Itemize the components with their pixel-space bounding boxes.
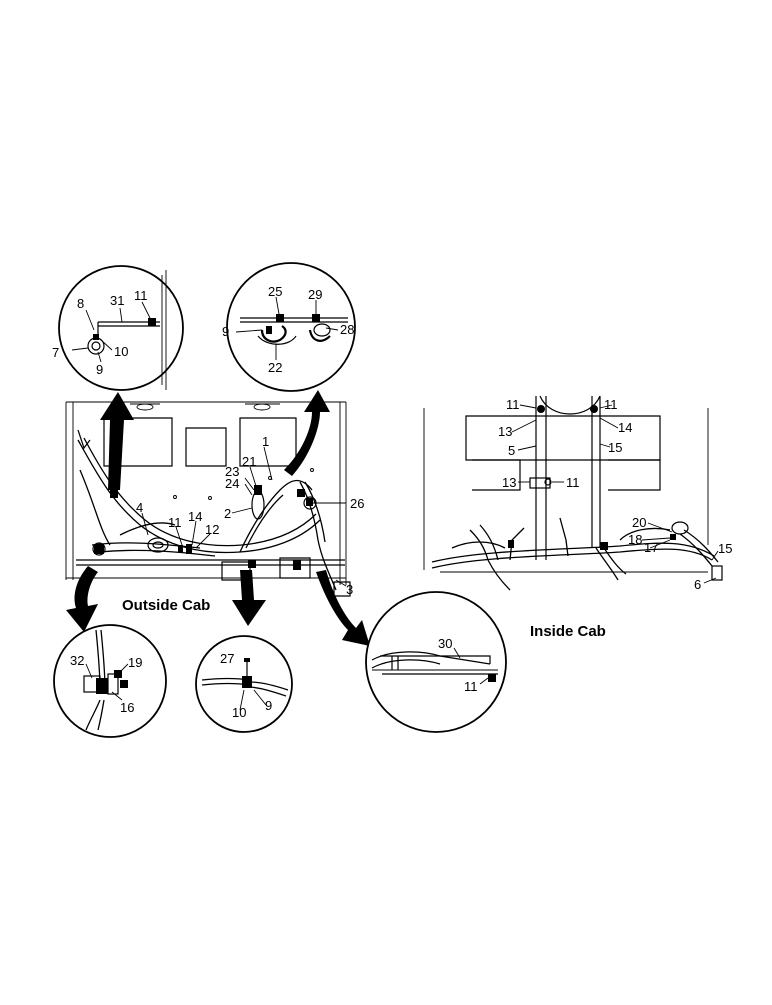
callout-11: 11 <box>566 475 580 490</box>
callout-15: 15 <box>608 440 622 455</box>
callout-31: 31 <box>110 293 124 308</box>
callout-4: 4 <box>136 500 143 515</box>
callout-29: 29 <box>308 287 322 302</box>
callout-labels: 7 8 9 10 11 31 25 29 9 28 22 1 21 23 24 … <box>52 284 732 720</box>
callout-10: 10 <box>232 705 246 720</box>
callout-6: 6 <box>694 577 701 592</box>
callout-14: 14 <box>188 509 202 524</box>
callout-11: 11 <box>506 397 520 412</box>
callout-16: 16 <box>120 700 134 715</box>
callout-23: 23 <box>225 464 239 479</box>
detail-circle-top-right <box>226 262 356 392</box>
callout-3: 3 <box>346 582 353 597</box>
callout-1: 1 <box>262 434 269 449</box>
callout-21: 21 <box>242 454 256 469</box>
callout-arrows <box>66 390 370 646</box>
callout-8: 8 <box>77 296 84 311</box>
callout-18: 18 <box>628 532 642 547</box>
callout-2: 2 <box>224 506 231 521</box>
callout-11: 11 <box>134 288 148 303</box>
inside-cab-panel <box>423 395 723 591</box>
callout-13: 13 <box>498 424 512 439</box>
detail-circle-top-left <box>58 265 184 391</box>
detail-circle-bottom-center <box>195 635 293 733</box>
callout-11: 11 <box>464 679 478 694</box>
callout-11: 11 <box>604 397 618 412</box>
callout-15: 15 <box>718 541 732 556</box>
detail-circle-bottom-right <box>365 591 507 733</box>
callout-24: 24 <box>225 476 239 491</box>
callout-20: 20 <box>632 515 646 530</box>
callout-13: 13 <box>502 475 516 490</box>
inside-leaders <box>511 404 719 584</box>
callout-14: 14 <box>618 420 632 435</box>
outside-cab-panel <box>65 401 351 597</box>
detail-circle-bottom-left <box>53 624 167 738</box>
callout-10: 10 <box>114 344 128 359</box>
callout-30: 30 <box>438 636 452 651</box>
callout-17: 17 <box>644 540 658 555</box>
callout-11: 11 <box>168 515 182 530</box>
callout-26: 26 <box>350 496 364 511</box>
outside-leaders <box>141 446 347 587</box>
outside-cab-caption: Outside Cab <box>122 597 210 614</box>
inside-cab-caption: Inside Cab <box>530 623 606 640</box>
callout-19: 19 <box>128 655 142 670</box>
callout-25: 25 <box>268 284 282 299</box>
callout-7: 7 <box>52 345 59 360</box>
callout-27: 27 <box>220 651 234 666</box>
callout-5: 5 <box>508 443 515 458</box>
callout-9: 9 <box>96 362 103 377</box>
callout-12: 12 <box>205 522 219 537</box>
callout-9: 9 <box>222 324 229 339</box>
callout-9: 9 <box>265 698 272 713</box>
callout-28: 28 <box>340 322 354 337</box>
callout-22: 22 <box>268 360 282 375</box>
callout-32: 32 <box>70 653 84 668</box>
